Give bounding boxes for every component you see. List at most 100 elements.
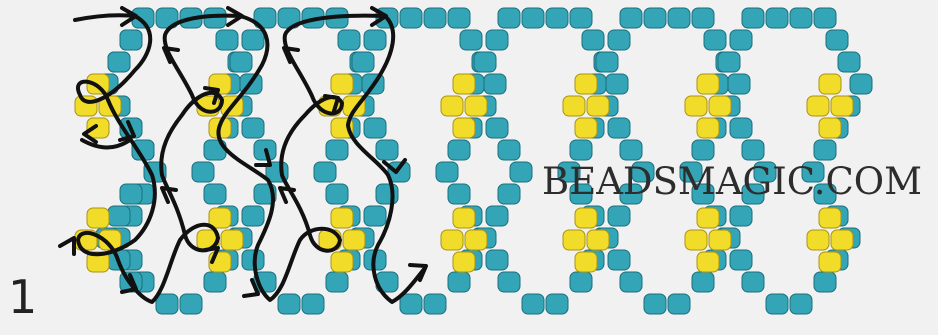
teal-bead: [108, 52, 130, 72]
thread-path: [75, 15, 135, 20]
yellow-bead: [709, 96, 731, 116]
teal-bead: [668, 8, 690, 28]
teal-bead: [484, 74, 506, 94]
watermark-text: BEADSMAGIC.COM: [542, 160, 922, 203]
yellow-bead: [819, 118, 841, 138]
teal-bead: [570, 140, 592, 160]
teal-bead: [730, 118, 752, 138]
teal-bead: [704, 30, 726, 50]
yellow-bead: [575, 252, 597, 272]
teal-bead: [302, 294, 324, 314]
yellow-bead: [465, 230, 487, 250]
yellow-bead: [697, 208, 719, 228]
teal-bead: [814, 272, 836, 292]
teal-bead: [364, 118, 386, 138]
yellow-bead: [697, 118, 719, 138]
teal-bead: [522, 294, 544, 314]
yellow-bead: [831, 230, 853, 250]
yellow-bead: [709, 230, 731, 250]
yellow-bead: [87, 208, 109, 228]
teal-bead: [814, 140, 836, 160]
yellow-bead: [575, 118, 597, 138]
teal-bead: [692, 8, 714, 28]
teal-bead: [692, 140, 714, 160]
yellow-bead: [453, 208, 475, 228]
teal-bead: [644, 8, 666, 28]
yellow-bead: [697, 74, 719, 94]
teal-bead: [486, 30, 508, 50]
yellow-bead: [807, 96, 829, 116]
teal-bead: [742, 8, 764, 28]
teal-bead: [620, 272, 642, 292]
yellow-bead: [587, 96, 609, 116]
teal-bead: [498, 140, 520, 160]
teal-bead: [364, 30, 386, 50]
teal-bead: [486, 206, 508, 226]
teal-bead: [436, 162, 458, 182]
teal-bead: [376, 140, 398, 160]
teal-bead: [352, 52, 374, 72]
yellow-bead: [819, 74, 841, 94]
yellow-bead: [331, 252, 353, 272]
teal-bead: [838, 52, 860, 72]
teal-bead: [486, 118, 508, 138]
teal-bead: [606, 74, 628, 94]
teal-bead: [742, 272, 764, 292]
yellow-bead: [819, 208, 841, 228]
yellow-bead: [697, 252, 719, 272]
yellow-bead: [587, 230, 609, 250]
teal-bead: [546, 294, 568, 314]
yellow-bead: [685, 96, 707, 116]
yellow-bead: [575, 208, 597, 228]
teal-bead: [204, 272, 226, 292]
teal-bead: [278, 294, 300, 314]
teal-bead: [242, 118, 264, 138]
teal-bead: [742, 140, 764, 160]
yellow-bead: [807, 230, 829, 250]
teal-bead: [204, 184, 226, 204]
teal-bead: [338, 30, 360, 50]
yellow-bead: [453, 74, 475, 94]
teal-bead: [608, 118, 630, 138]
teal-bead: [448, 140, 470, 160]
teal-bead: [108, 206, 130, 226]
teal-bead: [728, 74, 750, 94]
yellow-bead: [331, 208, 353, 228]
teal-bead: [522, 8, 544, 28]
teal-bead: [582, 30, 604, 50]
teal-bead: [424, 294, 446, 314]
teal-bead: [826, 30, 848, 50]
teal-bead: [216, 30, 238, 50]
teal-bead: [474, 52, 496, 72]
teal-bead: [570, 8, 592, 28]
teal-bead: [448, 184, 470, 204]
teal-bead: [608, 206, 630, 226]
teal-bead: [620, 8, 642, 28]
yellow-bead: [563, 230, 585, 250]
yellow-bead: [831, 96, 853, 116]
yellow-bead: [819, 252, 841, 272]
teal-bead: [242, 206, 264, 226]
teal-bead: [730, 206, 752, 226]
arrow-head-icon: [60, 238, 74, 254]
teal-bead: [790, 294, 812, 314]
yellow-bead: [441, 230, 463, 250]
step-number: 1: [8, 270, 37, 324]
teal-bead: [314, 162, 336, 182]
teal-bead: [400, 8, 422, 28]
teal-bead: [242, 30, 264, 50]
teal-bead: [766, 8, 788, 28]
teal-bead: [546, 8, 568, 28]
teal-bead: [766, 294, 788, 314]
teal-bead: [156, 294, 178, 314]
teal-bead: [326, 184, 348, 204]
yellow-bead: [465, 96, 487, 116]
teal-bead: [192, 162, 214, 182]
yellow-bead: [75, 96, 97, 116]
yellow-bead: [441, 96, 463, 116]
yellow-bead: [453, 118, 475, 138]
teal-bead: [620, 140, 642, 160]
teal-bead: [608, 30, 630, 50]
teal-bead: [668, 294, 690, 314]
